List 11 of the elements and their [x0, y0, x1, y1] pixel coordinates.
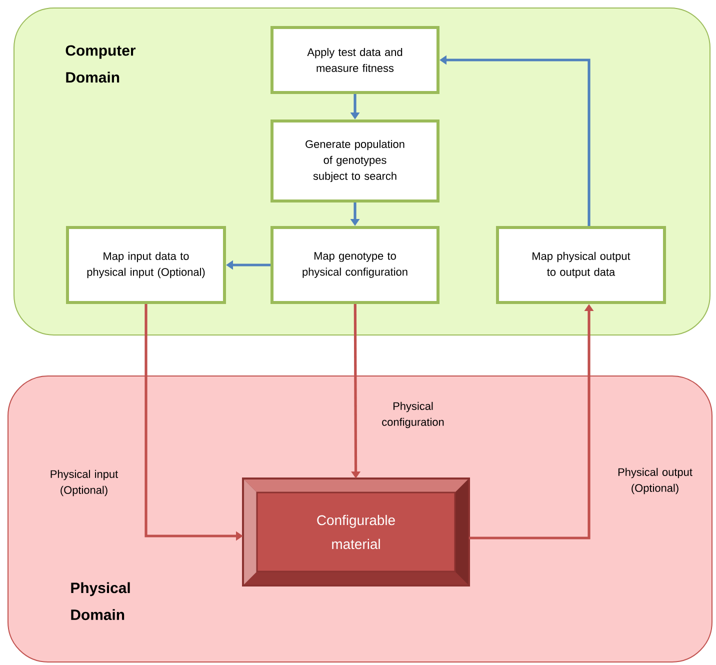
edge-label: Physical input (Optional): [50, 470, 118, 496]
process-box: Map genotype to physical configuration: [270, 226, 440, 304]
process-box: Map input data to physical input (Optional): [66, 226, 226, 304]
domain-heading: Physical Domain: [71, 582, 130, 620]
process-box: Generate population of genotypes subject to search: [270, 120, 440, 202]
domain-heading: Computer Domain: [66, 45, 136, 83]
material-block: Configurable material: [242, 478, 470, 586]
process-box: Map physical output to output data: [496, 226, 666, 304]
process-box: Apply test data and measure fitness: [270, 26, 440, 94]
edge-label: Physical output (Optional): [618, 468, 692, 494]
edge-label: Physical configuration: [382, 402, 444, 428]
